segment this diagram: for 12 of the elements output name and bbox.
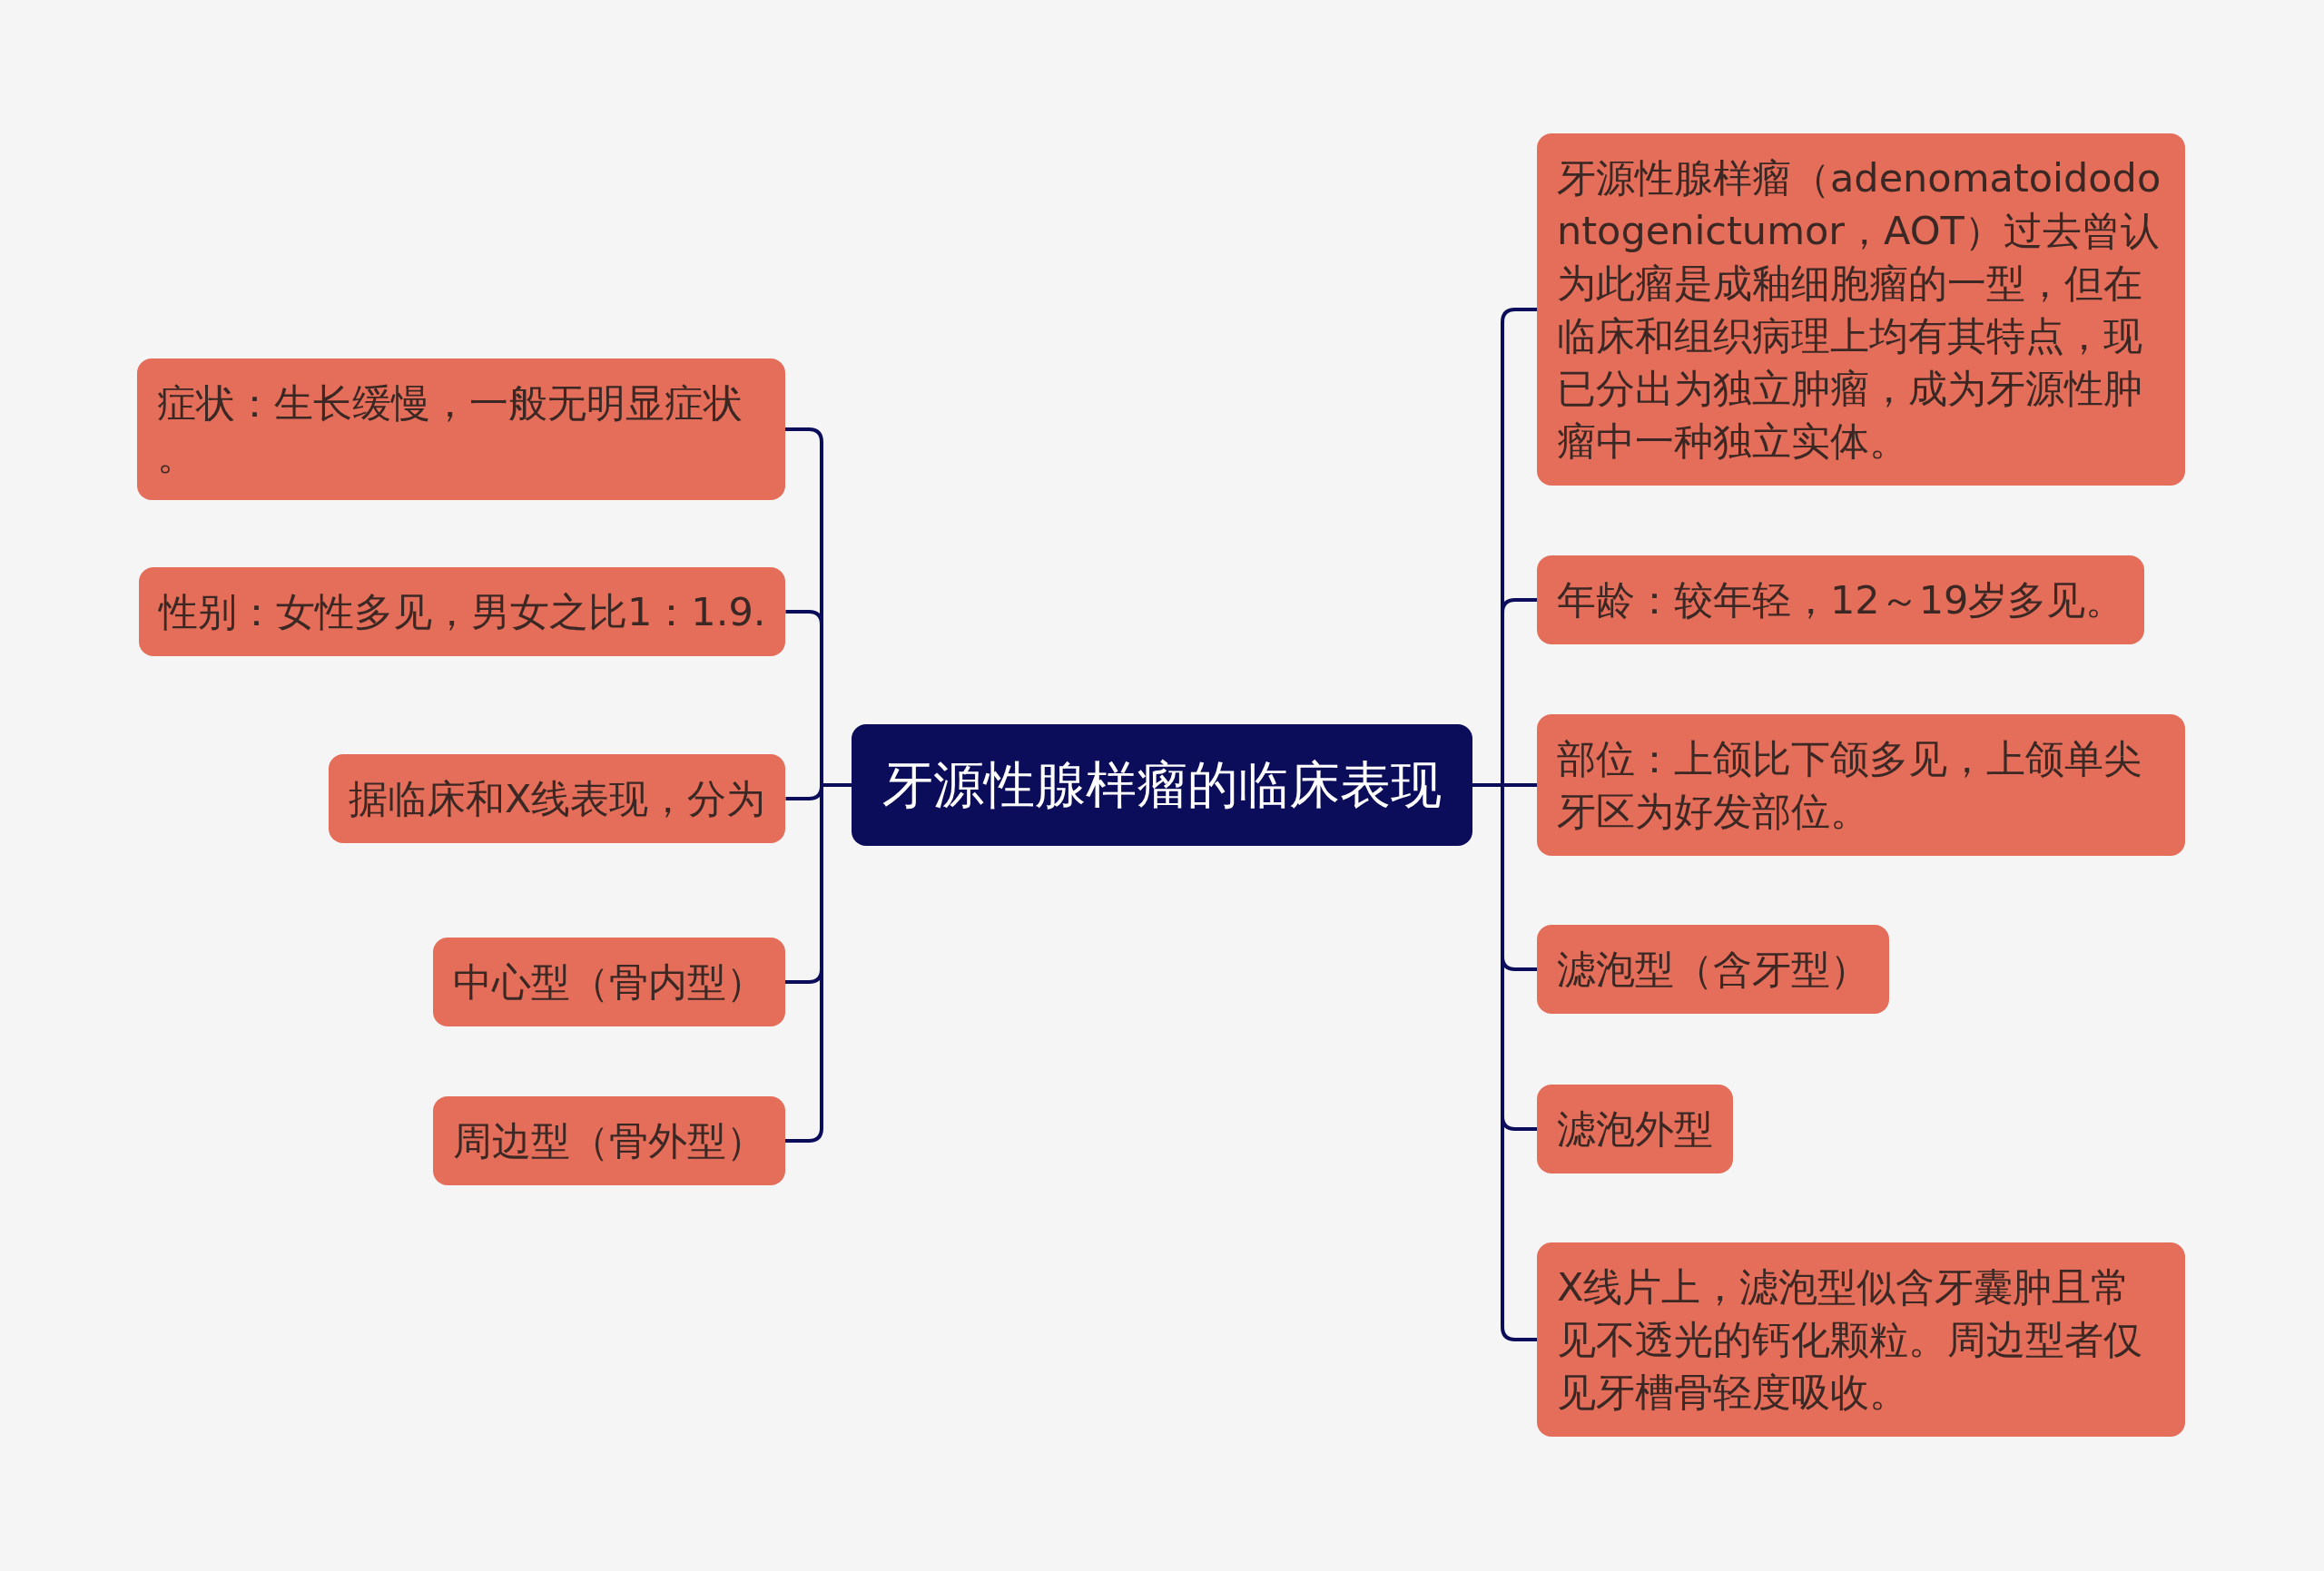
topic-box: 部位：上颌比下颌多见，上颌单尖牙区为好发部位。 xyxy=(1537,714,2185,856)
topic-box: X线片上，滤泡型似含牙囊肿且常见不透光的钙化颗粒。周边型者仅见牙槽骨轻度吸收。 xyxy=(1537,1242,2185,1437)
topic-box: 年龄：较年轻，12～19岁多见。 xyxy=(1537,555,2145,644)
topic-box: 牙源性腺样瘤（adenomatoidodontogenictumor，AOT）过去曾认为此瘤是成釉细胞瘤的一型，但在临床和组织病理上均有其特点，现已分出为独立肿瘤，成为牙源性肿瘤中一种独立实体。 xyxy=(1537,133,2185,486)
topic-box: 症状：生长缓慢，一般无明显症状。 xyxy=(137,358,785,500)
topic-box: 中心型（骨内型） xyxy=(433,938,785,1026)
topic-box: 性别：女性多见，男女之比1：1.9. xyxy=(139,567,786,656)
topic-box: 滤泡型（含牙型） xyxy=(1537,925,1889,1014)
topic-box: 据临床和X线表现，分为 xyxy=(329,754,786,843)
central-topic-box: 牙源性腺样瘤的临床表现 xyxy=(852,724,1472,846)
topic-box: 周边型（骨外型） xyxy=(433,1096,785,1185)
topic-box: 滤泡外型 xyxy=(1537,1085,1733,1173)
